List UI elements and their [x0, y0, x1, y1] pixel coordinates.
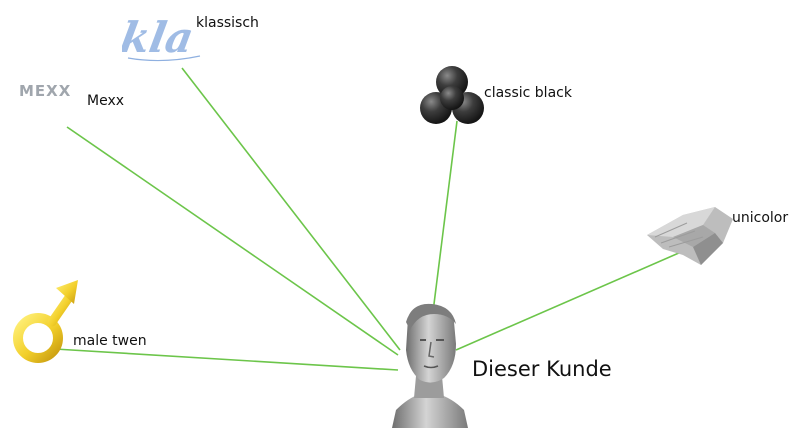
- label-mexx: Mexx: [87, 93, 125, 109]
- link-mexx: [66, 126, 399, 356]
- link-classic-black: [432, 120, 458, 313]
- svg-text:kla: kla: [122, 12, 197, 62]
- head-bust-icon: [386, 300, 472, 428]
- link-unicolor: [455, 248, 689, 351]
- label-center-customer: Dieser Kunde: [472, 357, 612, 381]
- black-balls-icon: [418, 64, 486, 130]
- link-klassisch: [181, 67, 401, 351]
- label-male-twen: male twen: [73, 333, 147, 349]
- label-klassisch: klassisch: [196, 15, 259, 31]
- label-classic-black: classic black: [484, 85, 572, 101]
- link-male-twen: [54, 348, 399, 371]
- male-symbol-icon: [8, 276, 80, 372]
- label-unicolor: unicolor: [732, 210, 789, 226]
- mexx-logo-icon: MEXX: [19, 82, 72, 100]
- folded-fabric-icon: [643, 203, 735, 269]
- kla-logo-icon: kla: [116, 8, 202, 64]
